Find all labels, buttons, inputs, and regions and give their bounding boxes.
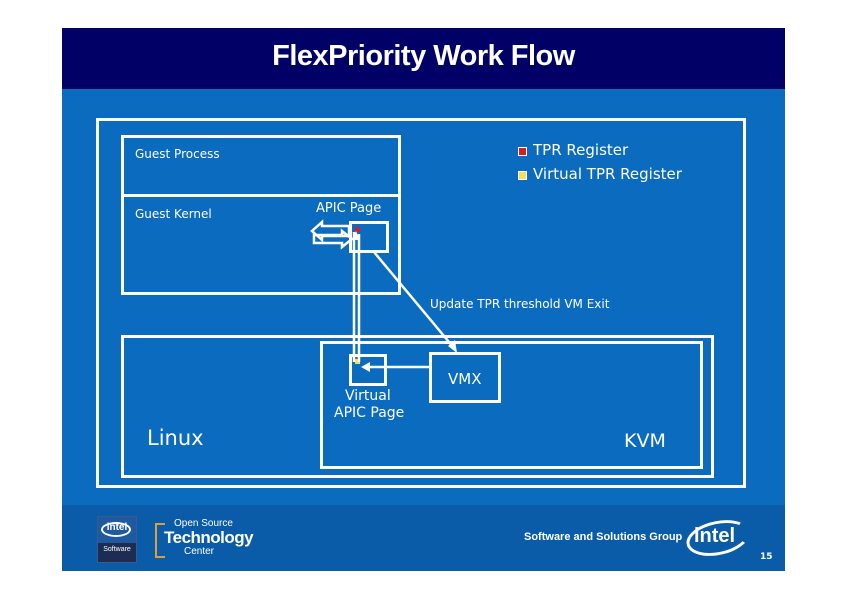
guest-kernel-label: Guest Kernel [135, 207, 212, 221]
kvm-label: KVM [624, 430, 666, 452]
page-number: 15 [760, 552, 773, 562]
guest-process-label: Guest Process [135, 147, 220, 161]
sync-arrowhead [352, 231, 360, 240]
apic-right-arrow [312, 228, 355, 250]
apic-page-label: APIC Page [316, 201, 382, 216]
footer [62, 505, 785, 571]
bracket-icon [155, 523, 165, 558]
outer-frame [96, 118, 746, 488]
vm-exit-arrow-line [373, 251, 455, 349]
legend-virtual-tpr-swatch [518, 171, 527, 180]
virtual-apic-page-box [349, 354, 387, 386]
vmx-box [429, 352, 501, 403]
title-bar: FlexPriority Work Flow [62, 28, 785, 89]
kvm-box [320, 341, 703, 469]
virtual-apic-page-label-line1: Virtual [345, 388, 391, 404]
legend-virtual-tpr-label: Virtual TPR Register [533, 165, 682, 183]
legend-tpr-swatch [518, 147, 527, 156]
guest-kernel-box [121, 194, 401, 295]
exit-arrow-label: Update TPR threshold VM Exit [430, 297, 610, 311]
slide: FlexPriority Work Flow Guest Process Gue… [62, 28, 785, 571]
vm-exit-arrowhead [448, 340, 457, 353]
virtual-tpr-register-marker [355, 359, 360, 364]
diagram-arrows [310, 219, 457, 372]
intel-software-logo: intel Software [97, 516, 137, 563]
group-name: Software and Solutions Group [524, 531, 683, 543]
slide-title: FlexPriority Work Flow [272, 40, 575, 72]
intel-logo: intel [683, 514, 753, 562]
vmx-to-vapic-arrowhead [361, 362, 370, 372]
ostc-logo: Open Source Technology Center [152, 518, 262, 560]
linux-box [121, 335, 714, 478]
tpr-register-marker [355, 227, 360, 232]
vmx-label: VMX [448, 370, 482, 388]
virtual-apic-page-label-line2: APIC Page [334, 405, 405, 421]
legend-tpr-label: TPR Register [533, 141, 629, 159]
intel-oval-icon [101, 522, 131, 537]
linux-label: Linux [147, 426, 204, 450]
